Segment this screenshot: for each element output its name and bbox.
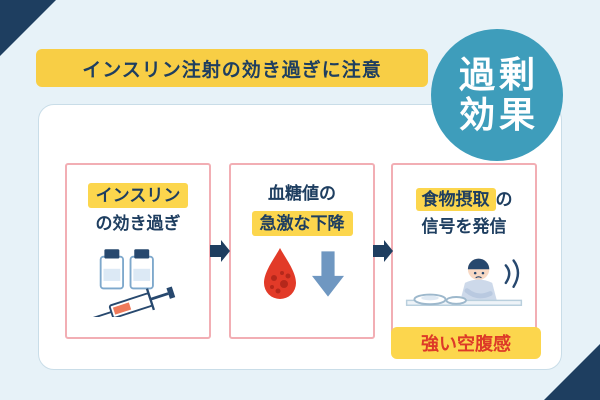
corner-decoration-top-left <box>0 0 56 56</box>
banner-title: インスリン注射の効き過ぎに注意 <box>82 59 382 81</box>
badge-line2: 効果 <box>458 94 539 135</box>
down-arrow-icon <box>312 251 344 297</box>
flow-arrow-icon <box>210 240 230 262</box>
badge-line1: 過剰 <box>458 53 539 95</box>
food-intake-suffix: の <box>495 189 513 209</box>
food-intake-line: 食物摂取の <box>415 188 513 212</box>
blood-drop-icon <box>264 248 296 300</box>
insulin-highlight: インスリン <box>87 183 189 209</box>
flow-step-insulin-card: インスリン の効き過ぎ <box>65 163 211 339</box>
flow-step-glucose-drop-card: 血糖値の 急激な下降 <box>229 163 375 339</box>
food-intake-highlight: 食物摂取 <box>415 188 496 212</box>
strong-hunger-label: 強い空腹感 <box>391 327 541 359</box>
blood-glucose-text: 血糖値の <box>268 184 336 203</box>
title-banner: インスリン注射の効き過ぎに注意 <box>36 49 428 87</box>
insulin-vials-syringe-icon <box>89 249 176 318</box>
signal-emit-text: 信号を発信 <box>421 217 507 237</box>
flow-arrow-icon <box>373 240 393 262</box>
hungry-person-icon <box>405 258 523 307</box>
sudden-drop-highlight: 急激な下降 <box>251 211 353 237</box>
excess-effect-badge: 過剰 効果 <box>431 29 563 161</box>
glucose-drop-illustration <box>260 246 344 300</box>
flow-step-food-signal-card: 食物摂取の 信号を発信 <box>391 163 537 339</box>
insulin-overeffect-text: の効き過ぎ <box>95 214 181 234</box>
